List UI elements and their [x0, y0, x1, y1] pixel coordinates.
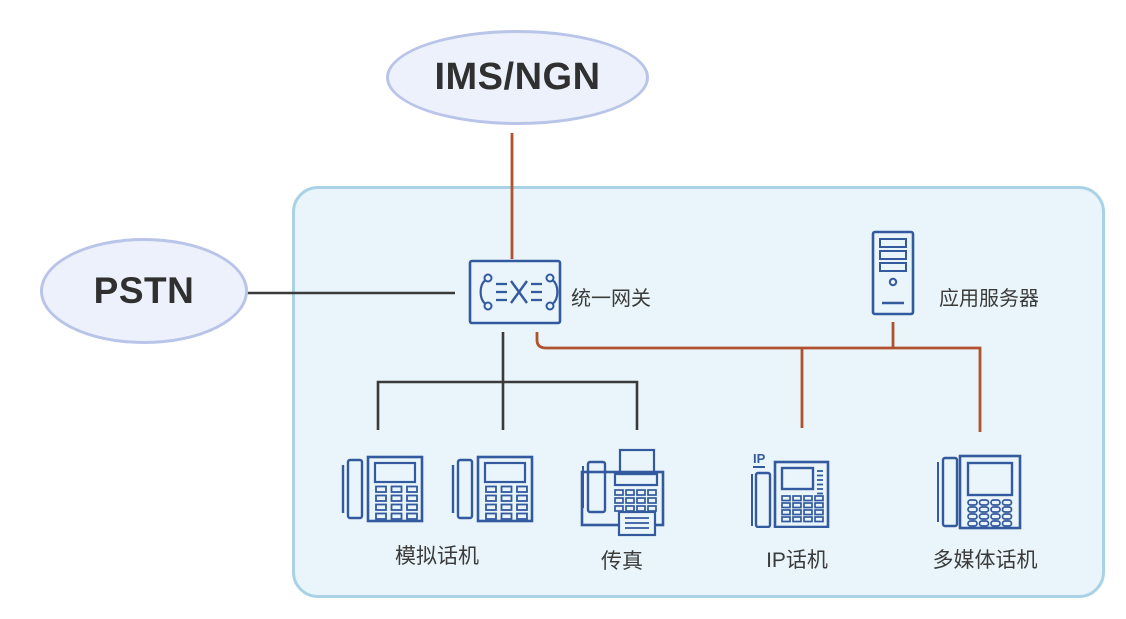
analog-phones-label: 模拟话机	[395, 545, 479, 568]
multimedia-phone-label: 多媒体话机	[932, 549, 1038, 572]
pstn-label: PSTN	[93, 270, 195, 311]
analog-phone-icon	[451, 455, 534, 523]
server-icon	[871, 230, 915, 316]
cloud-ims-ngn: IMS/NGN	[386, 30, 649, 125]
app-server-label: 应用服务器	[939, 288, 1039, 310]
fax-label: 传真	[601, 550, 643, 573]
black-links	[247, 291, 639, 430]
red-links	[510, 133, 982, 432]
ip-phone-label: IP话机	[766, 549, 828, 572]
voice-gateway-icon	[468, 259, 562, 325]
multimedia-phone-icon	[937, 454, 1022, 530]
ims-ngn-label: IMS/NGN	[434, 56, 601, 98]
fax-icon	[580, 448, 665, 537]
enterprise-zone-panel	[292, 186, 1105, 598]
ip-badge: IP	[753, 451, 766, 468]
ip-phone-icon	[751, 460, 830, 528]
cloud-pstn: PSTN	[40, 238, 248, 344]
analog-phone-icon	[341, 455, 424, 523]
gateway-label: 统一网关	[571, 288, 651, 310]
